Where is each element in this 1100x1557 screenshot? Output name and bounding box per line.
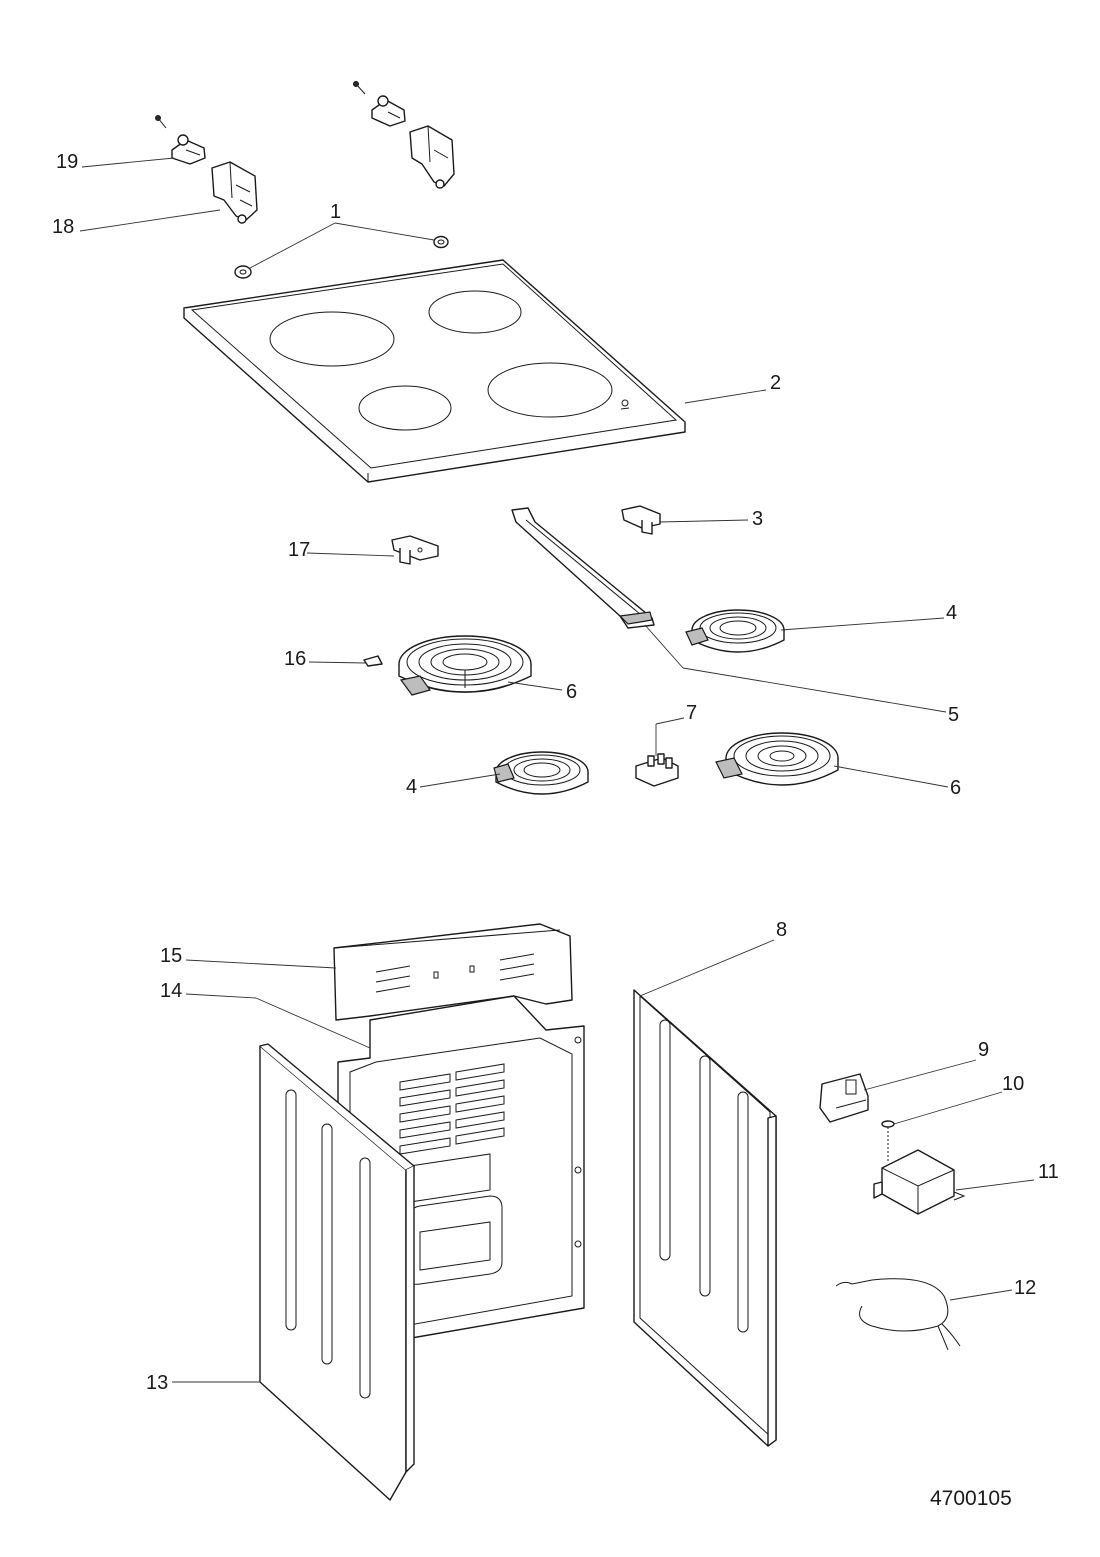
callout-6-right: 6 <box>950 777 961 799</box>
leader-lines <box>79 157 1035 1383</box>
terminal-block <box>635 753 679 787</box>
callout-6-left: 6 <box>566 681 577 703</box>
hob-zone-front-left <box>358 385 452 431</box>
side-panel-right-rib-3 <box>737 1091 749 1333</box>
callout-5: 5 <box>948 704 959 726</box>
callout-11: 11 <box>1038 1161 1059 1183</box>
side-panel-left-rib-1 <box>285 1089 297 1331</box>
rubber-bumper-left <box>234 265 252 279</box>
hob-zone-back-right <box>428 290 522 334</box>
radiant-element-small-right <box>685 609 785 653</box>
callout-19: 19 <box>56 151 78 173</box>
callout-4-right: 4 <box>946 602 957 624</box>
bracket-3 <box>621 505 661 535</box>
hob-zone-back-left <box>269 311 395 367</box>
power-cable <box>835 1278 961 1351</box>
side-panel-right <box>633 989 777 1447</box>
hinge-left-screw <box>155 115 167 129</box>
side-panel-left-rib-2 <box>321 1123 333 1365</box>
callout-10: 10 <box>1002 1073 1024 1095</box>
callout-12: 12 <box>1014 1277 1036 1299</box>
side-panel-right-rib-1 <box>659 1019 671 1261</box>
diagram-reference-code: 4700105 <box>930 1487 1012 1510</box>
screw-10 <box>881 1120 895 1162</box>
radiant-element-small-bottom <box>493 751 589 795</box>
callout-4-left: 4 <box>406 776 417 798</box>
side-panel-left-rib-3 <box>359 1157 371 1399</box>
rubber-bumper-right <box>433 235 449 249</box>
callout-15: 15 <box>160 945 182 967</box>
hinge-right-screw <box>353 81 366 95</box>
hinge-left-clip <box>171 134 206 165</box>
back-panel-vents-right <box>455 1063 505 1145</box>
cable-cover-box <box>873 1149 966 1215</box>
callout-16: 16 <box>284 648 306 670</box>
callout-1: 1 <box>330 201 341 223</box>
support-bar <box>511 507 655 629</box>
callout-8: 8 <box>776 919 787 941</box>
hinge-left-bracket <box>211 161 258 224</box>
callout-13: 13 <box>146 1372 168 1394</box>
callout-labels: 19 18 1 2 3 17 4 16 6 5 7 4 6 15 14 8 9 … <box>52 151 1059 1510</box>
clip-16 <box>363 655 383 667</box>
callout-7: 7 <box>686 702 697 724</box>
callout-18: 18 <box>52 216 74 238</box>
hinge-right-clip <box>371 95 406 127</box>
radiant-element-large-right <box>715 732 839 786</box>
side-panel-right-rib-2 <box>699 1055 711 1297</box>
ceramic-hob-top <box>183 259 686 483</box>
callout-14: 14 <box>160 980 182 1002</box>
callout-3: 3 <box>752 508 763 530</box>
side-panel-left <box>259 1043 415 1501</box>
callout-2: 2 <box>770 372 781 394</box>
callout-17: 17 <box>288 539 310 561</box>
callout-9: 9 <box>978 1039 989 1061</box>
hob-zone-front-right <box>487 362 613 418</box>
hinge-right-bracket <box>409 125 455 189</box>
control-board <box>819 1073 869 1123</box>
back-panel-vents-left <box>399 1073 451 1155</box>
bracket-17 <box>391 535 439 565</box>
radiant-element-large-left <box>398 635 532 696</box>
